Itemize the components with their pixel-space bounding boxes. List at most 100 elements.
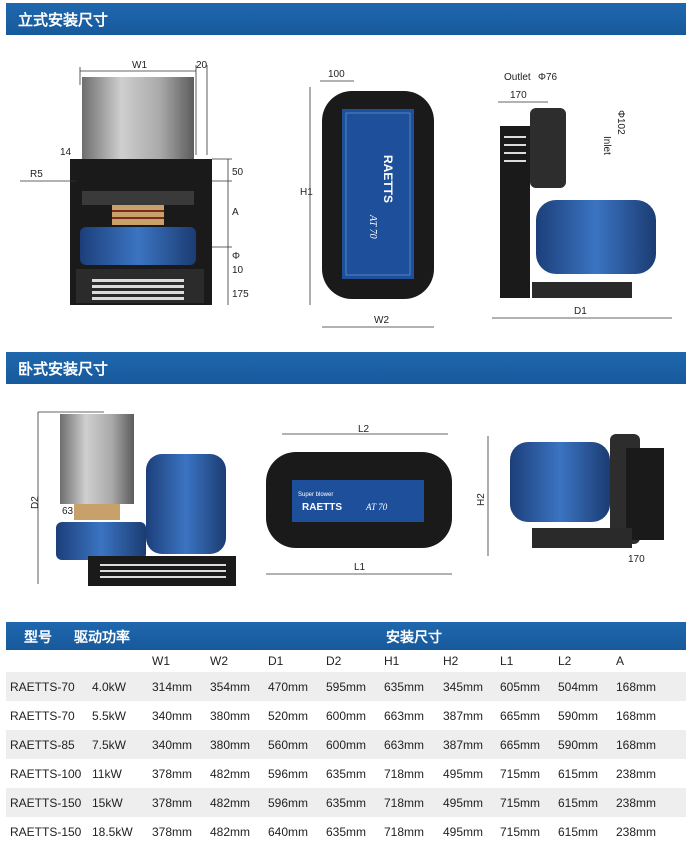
cell-model: RAETTS-70 bbox=[10, 679, 75, 694]
brand-label-h: RAETTS bbox=[302, 502, 342, 513]
horizontal-side-view: H2 170 bbox=[476, 434, 664, 565]
cell-power: 4.0kW bbox=[92, 679, 127, 694]
vertical-motor-view: Outlet Φ76 170 Inlet Φ102 D1 bbox=[492, 72, 672, 319]
cell-dim: 380mm bbox=[210, 708, 251, 723]
cell-dim: 168mm bbox=[616, 737, 657, 752]
dim-170-h: 170 bbox=[628, 554, 645, 565]
table-header-bar: 型号 驱动功率 安装尺寸 bbox=[6, 622, 686, 650]
cell-dim: 238mm bbox=[616, 824, 657, 839]
dim-d1: D1 bbox=[574, 306, 587, 317]
cell-dim: 665mm bbox=[500, 708, 541, 723]
pump-body bbox=[80, 227, 196, 265]
cell-dim: 378mm bbox=[152, 824, 193, 839]
spec-table: W1 W2 D1 D2 H1 H2 L1 L2 A RAETTS-70 4.0kW… bbox=[6, 650, 686, 844]
dim-20: 20 bbox=[196, 60, 208, 71]
cell-dim: 482mm bbox=[210, 766, 251, 781]
cell-model: RAETTS-150 bbox=[10, 795, 82, 810]
horizontal-motor bbox=[146, 454, 226, 554]
cell-model: RAETTS-150 bbox=[10, 824, 82, 839]
dim-14: 14 bbox=[60, 147, 72, 158]
cell-dim: 378mm bbox=[152, 795, 193, 810]
col-l2: L2 bbox=[558, 654, 572, 668]
cell-dim: 718mm bbox=[384, 795, 425, 810]
brand-label: RAETTS bbox=[381, 155, 395, 203]
dim-175: 175 bbox=[232, 289, 249, 300]
horizontal-front-view: D2 63 bbox=[30, 411, 236, 586]
cell-dim: 715mm bbox=[500, 795, 541, 810]
dim-h1: H1 bbox=[300, 187, 313, 198]
col-h2: H2 bbox=[443, 654, 459, 668]
cell-dim: 345mm bbox=[443, 679, 484, 694]
cell-dim: 482mm bbox=[210, 795, 251, 810]
cell-dim: 238mm bbox=[616, 766, 657, 781]
cell-dim: 595mm bbox=[326, 679, 367, 694]
sub-label: Super blower bbox=[298, 492, 333, 498]
motor-body bbox=[536, 200, 656, 274]
cell-dim: 380mm bbox=[210, 737, 251, 752]
dim-10: 10 bbox=[232, 265, 244, 276]
dim-w2: W2 bbox=[374, 315, 389, 326]
cell-dim: 590mm bbox=[558, 708, 599, 723]
cell-dim: 640mm bbox=[268, 824, 309, 839]
dim-50: 50 bbox=[232, 167, 244, 178]
cell-dim: 504mm bbox=[558, 679, 599, 694]
dim-100: 100 bbox=[328, 69, 345, 80]
cell-dim: 615mm bbox=[558, 795, 599, 810]
cell-power: 15kW bbox=[92, 795, 123, 810]
cell-power: 11kW bbox=[92, 766, 122, 781]
header-model: 型号 bbox=[24, 630, 52, 646]
vertical-front-view: W1 20 14 R5 50 A Φ 10 175 bbox=[20, 60, 249, 305]
dim-phi76: Φ76 bbox=[538, 72, 558, 83]
cell-dim: 665mm bbox=[500, 737, 541, 752]
cell-dim: 387mm bbox=[443, 737, 484, 752]
cell-dim: 314mm bbox=[152, 679, 193, 694]
cell-dim: 635mm bbox=[326, 766, 367, 781]
cell-model: RAETTS-70 bbox=[10, 708, 75, 723]
cell-dim: 168mm bbox=[616, 708, 657, 723]
cell-power: 7.5kW bbox=[92, 737, 127, 752]
cell-dim: 600mm bbox=[326, 737, 367, 752]
cell-dim: 718mm bbox=[384, 766, 425, 781]
cell-dim: 495mm bbox=[443, 824, 484, 839]
col-w1: W1 bbox=[152, 654, 170, 668]
col-h1: H1 bbox=[384, 654, 400, 668]
cell-dim: 715mm bbox=[500, 766, 541, 781]
header-dims: 安装尺寸 bbox=[386, 630, 442, 646]
cell-dim: 663mm bbox=[384, 737, 425, 752]
cell-dim: 482mm bbox=[210, 824, 251, 839]
cell-dim: 718mm bbox=[384, 824, 425, 839]
cell-dim: 596mm bbox=[268, 766, 309, 781]
col-l1: L1 bbox=[500, 654, 514, 668]
dim-w1: W1 bbox=[132, 60, 147, 71]
label-inlet: Inlet bbox=[601, 136, 612, 155]
cell-dim: 168mm bbox=[616, 679, 657, 694]
cell-dim: 560mm bbox=[268, 737, 309, 752]
dim-l2: L2 bbox=[358, 424, 370, 435]
cell-dim: 715mm bbox=[500, 824, 541, 839]
section-title-vertical: 立式安装尺寸 bbox=[6, 3, 686, 35]
cell-dim: 615mm bbox=[558, 766, 599, 781]
cell-dim: 635mm bbox=[384, 679, 425, 694]
cell-dim: 354mm bbox=[210, 679, 251, 694]
cell-dim: 605mm bbox=[500, 679, 541, 694]
model-label: AT 70 bbox=[367, 214, 378, 239]
cell-dim: 520mm bbox=[268, 708, 309, 723]
cell-dim: 596mm bbox=[268, 795, 309, 810]
vertical-side-view: 100 H1 RAETTS AT 70 W2 bbox=[300, 69, 434, 328]
vertical-title-text: 立式安装尺寸 bbox=[18, 10, 109, 29]
dim-170: 170 bbox=[510, 90, 527, 101]
cell-dim: 387mm bbox=[443, 708, 484, 723]
horizontal-top-view: L2 Super blower RAETTS AT 70 L1 bbox=[266, 424, 452, 575]
cell-dim: 663mm bbox=[384, 708, 425, 723]
cell-power: 18.5kW bbox=[92, 824, 133, 839]
dim-h2: H2 bbox=[476, 493, 487, 506]
cell-model: RAETTS-85 bbox=[10, 737, 75, 752]
col-d1: D1 bbox=[268, 654, 284, 668]
cell-dim: 590mm bbox=[558, 737, 599, 752]
column-headers: W1 W2 D1 D2 H1 H2 L1 L2 A bbox=[6, 650, 686, 672]
col-w2: W2 bbox=[210, 654, 228, 668]
